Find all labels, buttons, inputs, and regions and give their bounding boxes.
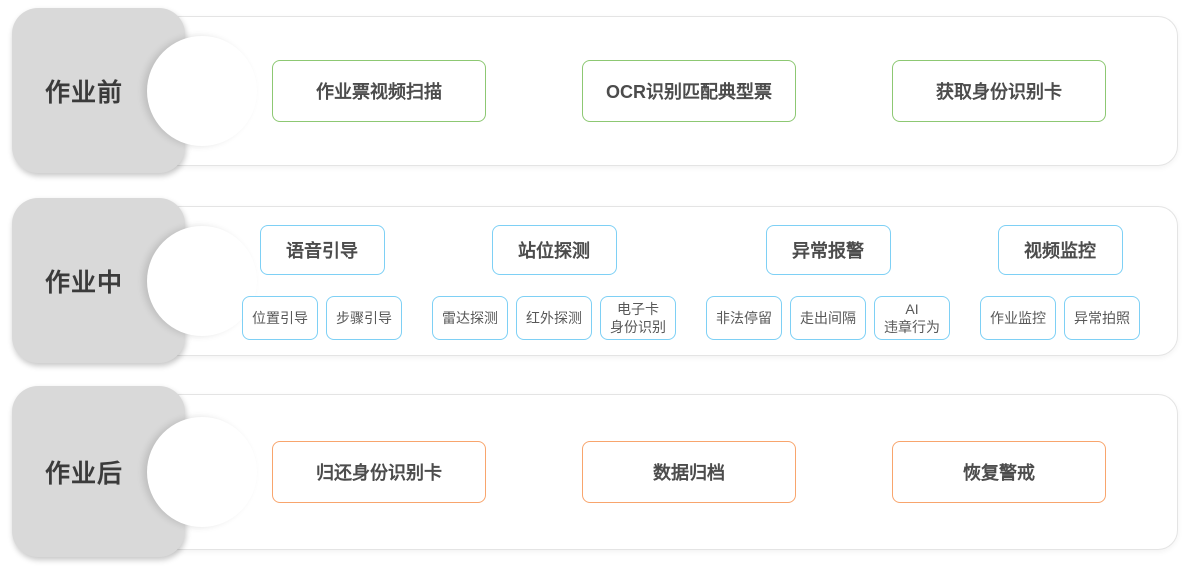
box-label: 站位探测 — [518, 241, 590, 261]
box-label: 数据归档 — [653, 463, 725, 483]
sub-box-step-guidance: 步骤引导 — [326, 296, 402, 340]
sub-box-ai-violation-behavior: AI 违章行为 — [874, 295, 950, 341]
sub-box-label: 雷达探测 — [442, 309, 498, 326]
phase-row-pre-work: 作业前 作业票视频扫描 OCR识别匹配典型票 获取身份识别卡 — [0, 8, 1200, 173]
tab-notch — [147, 416, 257, 527]
group-abnormal-alarm: 异常报警 非法停留 走出间隔 AI 违章行为 — [706, 225, 950, 343]
box-label: 获取身份识别卡 — [936, 82, 1062, 102]
phase-label-pre-work: 作业前 — [45, 78, 124, 107]
box-data-archiving: 数据归档 — [582, 441, 796, 503]
position-detection-children: 雷达探测 红外探测 电子卡 身份识别 — [432, 293, 676, 343]
video-monitoring-children: 作业监控 异常拍照 — [980, 293, 1140, 343]
sub-box-abnormal-photo: 异常拍照 — [1064, 296, 1140, 340]
group-video-monitoring: 视频监控 作业监控 异常拍照 — [980, 225, 1140, 343]
sub-box-position-guidance: 位置引导 — [242, 296, 318, 340]
box-get-id-card: 获取身份识别卡 — [892, 60, 1106, 122]
during-work-groups: 语音引导 位置引导 步骤引导 站位探测 雷达探测 — [150, 206, 1178, 356]
phase-label-during-work: 作业中 — [45, 268, 124, 297]
box-video-monitoring: 视频监控 — [997, 225, 1123, 275]
sub-box-label-line1: 电子卡 — [617, 300, 659, 317]
box-work-ticket-video-scan: 作业票视频扫描 — [272, 60, 486, 122]
tab-notch — [147, 225, 257, 336]
sub-box-radar-detection: 雷达探测 — [432, 296, 508, 340]
box-return-id-card: 归还身份识别卡 — [272, 441, 486, 503]
box-ocr-match-typical-ticket: OCR识别匹配典型票 — [582, 60, 796, 122]
box-label: OCR识别匹配典型票 — [606, 82, 772, 102]
sub-box-label: 红外探测 — [526, 309, 582, 326]
box-label: 作业票视频扫描 — [316, 82, 442, 102]
sub-box-label: 走出间隔 — [800, 309, 856, 326]
sub-box-label: 位置引导 — [252, 309, 308, 326]
sub-box-ecard-id-recognition: 电子卡 身份识别 — [600, 295, 676, 341]
phase-row-post-work: 作业后 归还身份识别卡 数据归档 恢复警戒 — [0, 386, 1200, 557]
sub-box-label-line2: 违章行为 — [884, 319, 940, 335]
sub-box-label: 作业监控 — [990, 309, 1046, 326]
group-voice-guidance: 语音引导 位置引导 步骤引导 — [242, 225, 402, 343]
phase-row-during-work: 作业中 语音引导 位置引导 步骤引导 站位探测 — [0, 198, 1200, 363]
tab-notch — [147, 35, 257, 146]
post-work-items: 归还身份识别卡 数据归档 恢复警戒 — [150, 394, 1178, 550]
sub-box-label-line1: AI — [905, 300, 919, 317]
sub-box-illegal-stay: 非法停留 — [706, 296, 782, 340]
voice-guidance-children: 位置引导 步骤引导 — [242, 293, 402, 343]
box-label: 语音引导 — [286, 241, 358, 261]
box-abnormal-alarm: 异常报警 — [765, 225, 891, 275]
box-position-detection: 站位探测 — [491, 225, 617, 275]
sub-box-work-monitoring: 作业监控 — [980, 296, 1056, 340]
sub-box-label: 非法停留 — [716, 309, 772, 326]
box-label: 异常报警 — [792, 241, 864, 261]
box-restore-alert: 恢复警戒 — [892, 441, 1106, 503]
abnormal-alarm-children: 非法停留 走出间隔 AI 违章行为 — [706, 293, 950, 343]
phase-label-post-work: 作业后 — [45, 459, 124, 488]
pre-work-items: 作业票视频扫描 OCR识别匹配典型票 获取身份识别卡 — [150, 16, 1178, 166]
box-voice-guidance: 语音引导 — [259, 225, 385, 275]
sub-box-infrared-detection: 红外探测 — [516, 296, 592, 340]
sub-box-label: 异常拍照 — [1074, 309, 1130, 326]
sub-box-leave-bay: 走出间隔 — [790, 296, 866, 340]
box-label: 视频监控 — [1024, 241, 1096, 261]
group-position-detection: 站位探测 雷达探测 红外探测 电子卡 身份识别 — [432, 225, 676, 343]
sub-box-label: 步骤引导 — [336, 309, 392, 326]
sub-box-label-line2: 身份识别 — [610, 319, 666, 335]
box-label: 归还身份识别卡 — [316, 463, 442, 483]
box-label: 恢复警戒 — [963, 463, 1035, 483]
